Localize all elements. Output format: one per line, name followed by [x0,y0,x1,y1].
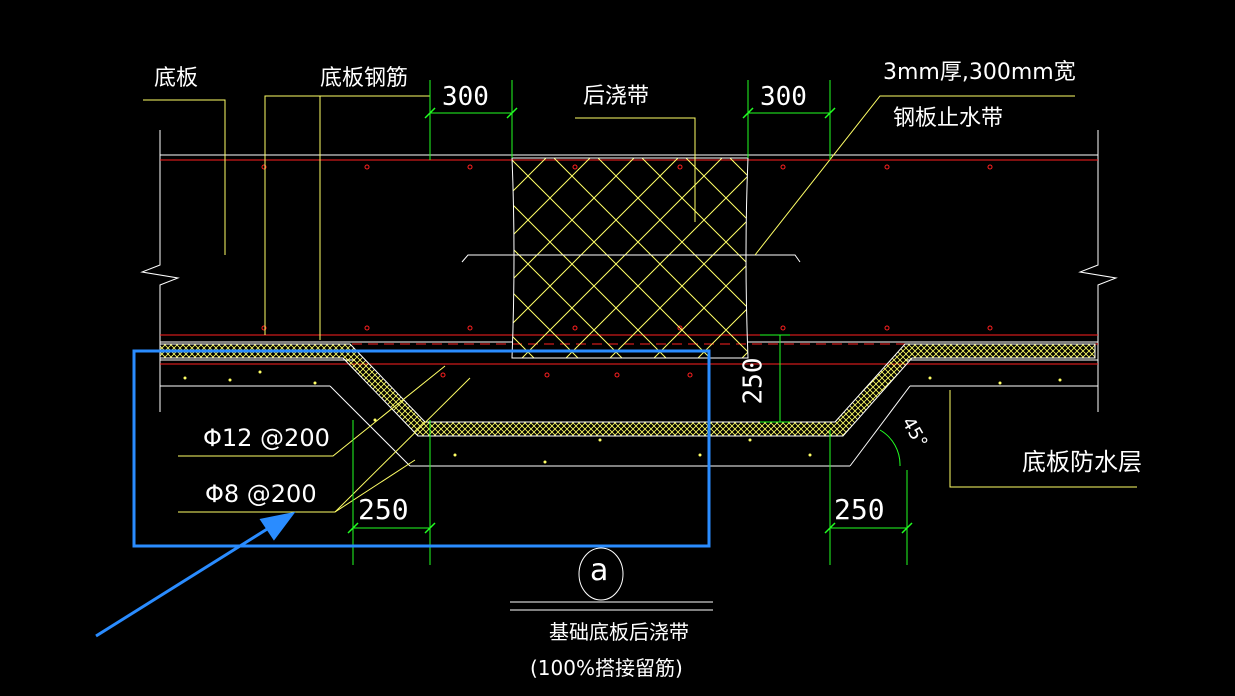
caption-rules [510,547,713,611]
label-slab: 底板 [154,66,199,91]
detail-mark: a [590,553,609,588]
label-rebar-b: Φ8 @200 [205,480,317,508]
highlight-box [132,349,711,548]
caption-title: 基础底板后浇带 [549,620,689,644]
leader-lines [143,95,1137,513]
dimension-ticks [347,107,913,534]
dimension-lines [352,80,908,565]
dim-bottom-left: 250 [358,493,409,526]
concrete-speckle [183,370,1062,464]
label-waterstop: 钢板止水带 [893,106,1004,131]
arrow-icon [95,511,296,638]
label-post-pour-strip: 后浇带 [583,84,650,109]
steel-waterstop [461,254,801,263]
label-slab-rebar: 底板钢筋 [320,66,409,91]
dim-vertical: 250 [738,357,769,405]
label-rebar-a: Φ12 @200 [203,424,330,452]
label-waterstop-size: 3mm厚,300mm宽 [883,60,1076,85]
dim-bottom-right: 250 [834,493,885,526]
label-waterproof-layer: 底板防水层 [1022,448,1142,476]
slab-outline [140,130,1118,467]
caption-subtitle: (100%搭接留筋) [530,656,683,680]
post-pour-strip-hatch [511,157,749,359]
dim-top-left: 300 [442,82,489,112]
dim-top-right: 300 [760,82,807,112]
